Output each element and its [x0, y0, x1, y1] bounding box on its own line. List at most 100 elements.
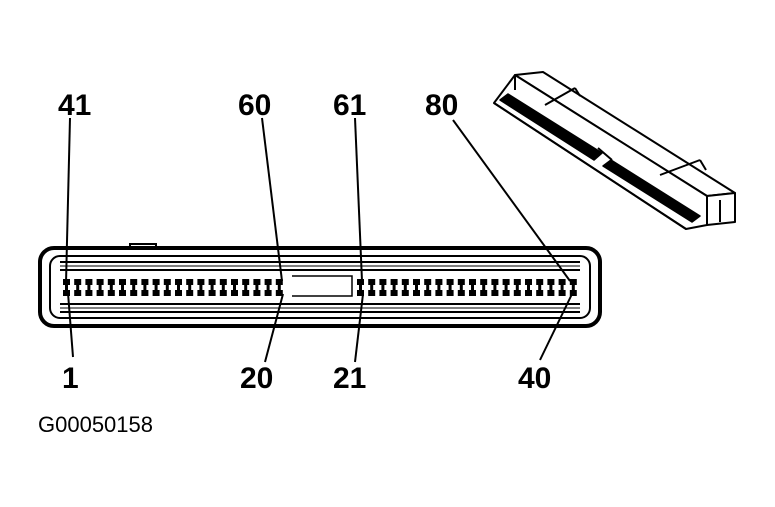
pin-cavity [390, 279, 398, 285]
leader-line-20 [264, 293, 284, 363]
pin-cavity [85, 290, 93, 296]
pin-cavity [525, 279, 532, 285]
pin-cavity [264, 290, 272, 296]
pin-cavity-divider [277, 285, 281, 290]
pin-cavity [130, 290, 138, 296]
pin-label-20: 20 [240, 362, 273, 395]
pin-cavity [186, 279, 194, 285]
pin-cavity-divider [504, 285, 508, 290]
pin-cavity [569, 279, 577, 285]
pin-cavity [558, 279, 566, 285]
pin-cavity-divider [154, 285, 158, 290]
pin-cavity [231, 279, 238, 285]
pin-cavity [424, 279, 432, 285]
pin-cavity [275, 279, 283, 285]
pin-cavity [525, 290, 532, 296]
pin-cavity [152, 279, 160, 285]
pin-cavity [264, 279, 272, 285]
pin-cavity [502, 290, 510, 296]
pin-cavity [219, 279, 227, 285]
pin-cavity [569, 290, 577, 296]
pin-cavity [96, 279, 104, 285]
pin-cavity-divider [515, 285, 519, 290]
pin-label-61: 61 [333, 89, 366, 122]
pin-cavity-divider [255, 285, 259, 290]
pin-cavity [457, 290, 465, 296]
leader-line-21 [354, 293, 364, 363]
pin-cavity-divider [448, 285, 452, 290]
pin-cavity [231, 290, 238, 296]
connector-outer-shell [38, 246, 602, 328]
pin-cavity-divider [359, 285, 362, 290]
pin-cavity [547, 290, 555, 296]
pin-label-60: 60 [238, 89, 271, 122]
pin-cavity [253, 279, 261, 285]
pin-cavity [446, 290, 454, 296]
pin-cavity [219, 290, 227, 296]
leader-line-80 [452, 119, 571, 282]
pin-cavity [413, 279, 420, 285]
pin-cavities-21-to-40-and-61-to-80 [357, 279, 577, 296]
pin-cavity-divider [538, 285, 542, 290]
pin-cavity-divider [392, 285, 396, 290]
pin-cavity [242, 279, 250, 285]
pin-cavity [85, 279, 93, 285]
pin-cavity [469, 279, 476, 285]
pin-cavity-divider [210, 285, 214, 290]
connector-face [38, 243, 602, 328]
pin-cavity-divider [221, 285, 225, 290]
figure-id: G00050158 [38, 412, 153, 437]
pin-cavity [119, 279, 126, 285]
pin-cavity-divider [266, 285, 270, 290]
pin-cavity [163, 290, 171, 296]
pin-cavity-divider [571, 285, 575, 290]
pin-cavity [208, 290, 216, 296]
pin-cavity [107, 279, 115, 285]
pin-cavities-1-to-20-and-41-to-60 [63, 279, 283, 296]
pin-cavity [186, 290, 194, 296]
pin-cavity [96, 290, 104, 296]
pin-cavity [536, 279, 544, 285]
pin-cavity-divider [459, 285, 463, 290]
pin-cavity [141, 290, 149, 296]
pin-label-80: 80 [425, 89, 458, 122]
pin-cavity [253, 290, 261, 296]
pin-cavity-divider [76, 285, 80, 290]
pin-cavity [74, 279, 82, 285]
leader-line-61 [354, 117, 363, 282]
pin-label-41: 41 [58, 89, 91, 122]
pin-cavity [130, 279, 138, 285]
leader-lines [65, 117, 573, 363]
pin-cavity-divider [527, 285, 530, 290]
pin-cavity [424, 290, 432, 296]
pin-cavity [208, 279, 216, 285]
pin-cavity [141, 279, 149, 285]
pin-cavity [435, 290, 443, 296]
pin-cavity-divider [482, 285, 486, 290]
pin-cavity-divider [165, 285, 169, 290]
connector-top-tab [129, 243, 157, 250]
pin-cavity-divider [471, 285, 474, 290]
pin-label-40: 40 [518, 362, 551, 395]
pin-cavity [197, 290, 205, 296]
pin-cavity [242, 290, 250, 296]
pin-cavity [175, 290, 182, 296]
pin-cavity-divider [370, 285, 374, 290]
pin-cavity-divider [132, 285, 136, 290]
pin-cavity-divider [87, 285, 91, 290]
pin-cavity-divider [437, 285, 441, 290]
connector-isometric-view [493, 71, 736, 230]
pin-cavity [107, 290, 115, 296]
pin-cavity [558, 290, 566, 296]
pin-cavity [547, 279, 555, 285]
pin-cavity [74, 290, 82, 296]
pin-cavity [390, 290, 398, 296]
pin-cavity-divider [98, 285, 102, 290]
pin-cavity [435, 279, 443, 285]
pin-cavity [197, 279, 205, 285]
pin-cavity [357, 290, 364, 296]
pin-cavity-divider [177, 285, 180, 290]
pin-cavity [368, 279, 376, 285]
pin-cavity [480, 279, 488, 285]
pin-cavity-divider [109, 285, 113, 290]
